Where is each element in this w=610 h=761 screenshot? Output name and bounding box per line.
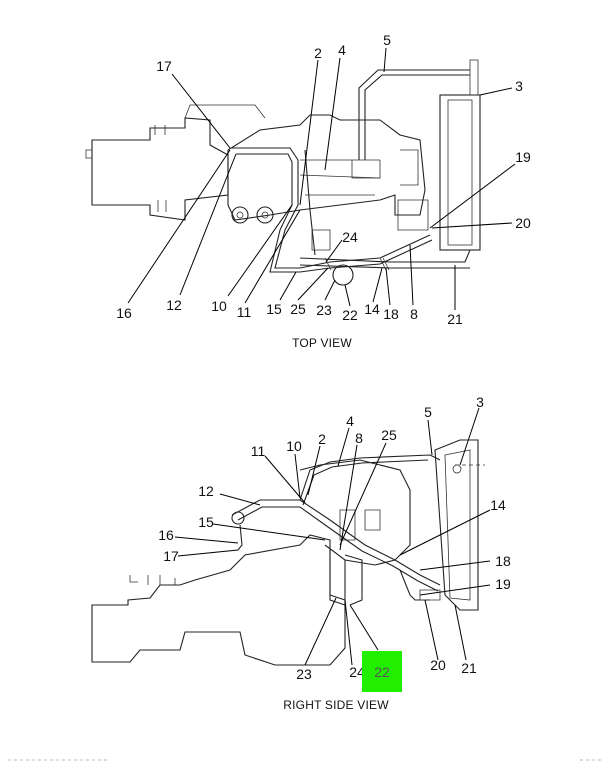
callout-8: 8 xyxy=(410,306,418,322)
callout-24: 24 xyxy=(342,229,358,245)
callout-2: 2 xyxy=(314,45,322,61)
callout-15: 15 xyxy=(266,301,282,317)
callout-22-highlighted[interactable]: 22 xyxy=(374,664,390,680)
side-view-drawing xyxy=(91,439,485,666)
callout-21: 21 xyxy=(447,311,463,327)
callout-10: 10 xyxy=(211,298,227,314)
callout-18: 18 xyxy=(383,306,399,322)
top-view-leaders xyxy=(127,47,516,310)
highlight-box[interactable] xyxy=(362,651,402,692)
callout-21: 21 xyxy=(461,660,477,676)
callout-5: 5 xyxy=(383,32,391,48)
callout-17: 17 xyxy=(163,548,179,564)
top-view-drawing xyxy=(85,59,481,286)
callout-4: 4 xyxy=(346,413,354,429)
callout-2: 2 xyxy=(318,431,326,447)
callout-8: 8 xyxy=(355,430,363,446)
callout-19: 19 xyxy=(515,149,531,165)
callout-18: 18 xyxy=(495,553,511,569)
callout-4: 4 xyxy=(338,42,346,58)
callout-25: 25 xyxy=(290,301,306,317)
callout-3: 3 xyxy=(476,394,484,410)
top-view-caption: TOP VIEW xyxy=(292,336,352,350)
callout-14: 14 xyxy=(364,301,380,317)
callout-17: 17 xyxy=(156,58,172,74)
callout-16: 16 xyxy=(116,305,132,321)
callout-16: 16 xyxy=(158,527,174,543)
callout-23: 23 xyxy=(316,302,332,318)
callout-25: 25 xyxy=(381,427,397,443)
callout-24: 24 xyxy=(349,664,365,680)
callout-20: 20 xyxy=(515,215,531,231)
callout-15: 15 xyxy=(198,514,214,530)
callout-5: 5 xyxy=(424,404,432,420)
callout-14: 14 xyxy=(490,497,506,513)
side-view-callouts: 5 3 4 8 25 11 10 2 12 15 16 17 14 18 19 … xyxy=(158,394,511,682)
callout-3: 3 xyxy=(515,78,523,94)
callout-10: 10 xyxy=(286,438,302,454)
callout-11: 11 xyxy=(251,443,266,459)
callout-12: 12 xyxy=(166,297,182,313)
callout-12: 12 xyxy=(198,483,214,499)
callout-22: 22 xyxy=(342,307,358,323)
callout-19: 19 xyxy=(495,576,511,592)
callout-20: 20 xyxy=(430,657,446,673)
side-view-caption: RIGHT SIDE VIEW xyxy=(283,698,389,712)
callout-23: 23 xyxy=(296,666,312,682)
highlighted-part-22[interactable]: 22 xyxy=(362,651,402,692)
top-view-callouts: 2 4 5 3 17 19 20 24 16 12 10 11 15 25 23… xyxy=(116,32,531,327)
callout-11: 11 xyxy=(237,304,252,320)
side-view-leaders xyxy=(174,407,491,666)
